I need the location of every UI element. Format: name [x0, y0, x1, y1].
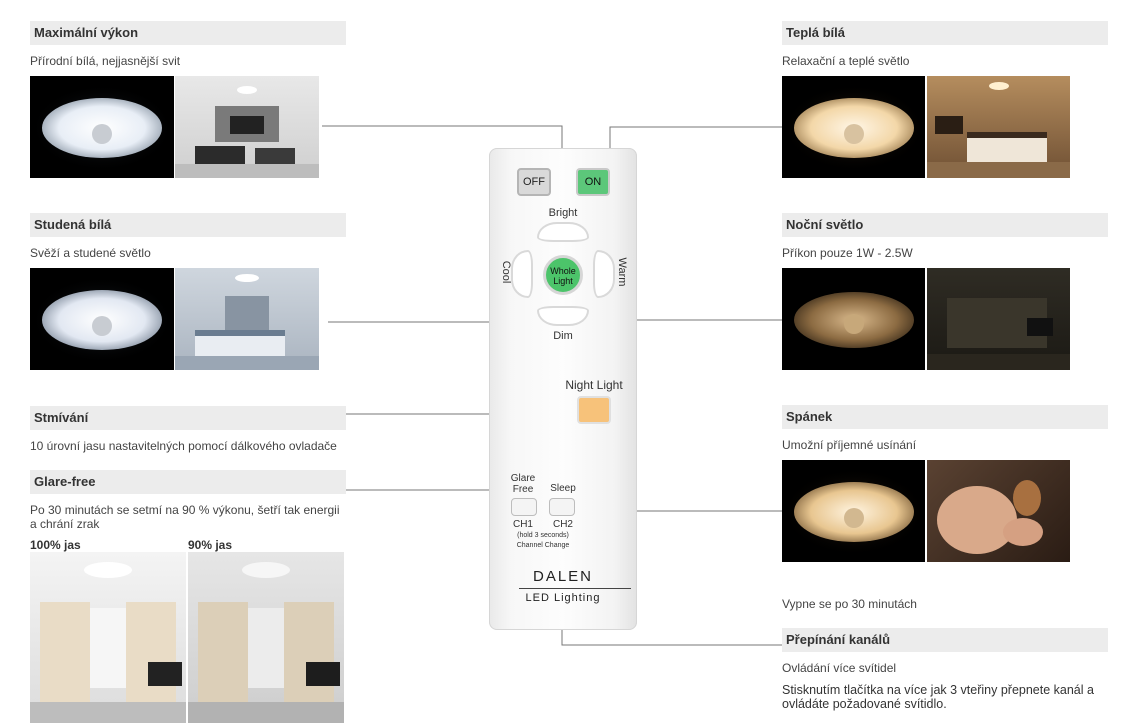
- section-desc-max: Přírodní bílá, nejjasnější svit: [30, 54, 181, 68]
- section-desc-sleep: Umožní příjemné usínání: [782, 438, 917, 452]
- ch1-glare-free-button[interactable]: [511, 498, 537, 516]
- room-photo-max: [175, 76, 319, 178]
- section-desc2-channel: Stisknutím tlačítka na více jak 3 vteřin…: [782, 683, 1094, 711]
- dim-label: Dim: [553, 330, 573, 342]
- brand-subtitle: LED Lighting: [525, 592, 601, 604]
- section-desc-dim: 10 úrovní jasu nastavitelných pomocí dál…: [30, 439, 337, 453]
- bright-label: Bright: [548, 207, 578, 219]
- room-photo-night: [927, 268, 1070, 370]
- remote-control: OFF ON Bright Cool Whole Light Warm Dim …: [489, 148, 637, 630]
- lamp-photo-night: [782, 268, 925, 370]
- label-100-percent: 100% jas: [30, 538, 81, 552]
- on-button[interactable]: ON: [576, 168, 610, 196]
- section-desc-warm: Relaxační a teplé světlo: [782, 54, 910, 68]
- brand-divider: [519, 588, 631, 589]
- room-photo-90: [188, 552, 344, 723]
- baby-photo-sleep: [927, 460, 1070, 562]
- section-title-glare: Glare-free: [30, 470, 346, 494]
- ch2-sleep-button[interactable]: [549, 498, 575, 516]
- section-desc-channel: Ovládání více svítidel: [782, 661, 897, 675]
- bright-button[interactable]: [537, 222, 589, 242]
- section-title-max: Maximální výkon: [30, 21, 346, 45]
- brand-name: DALEN: [532, 568, 594, 585]
- section-desc-cold: Svěží a studené světlo: [30, 246, 151, 260]
- section-title-warm: Teplá bílá: [782, 21, 1108, 45]
- channel-change-label: Channel Change: [516, 542, 570, 549]
- ch2-label: CH2: [552, 519, 573, 530]
- sleep-note: Vypne se po 30 minutách: [782, 597, 917, 611]
- lamp-photo-max: [30, 76, 174, 178]
- line-cold: [328, 292, 517, 323]
- room-photo-100: [30, 552, 186, 723]
- off-button[interactable]: OFF: [517, 168, 551, 196]
- room-photo-cold: [175, 268, 319, 370]
- night-light-button[interactable]: [577, 396, 611, 424]
- section-title-dim: Stmívání: [30, 406, 346, 430]
- lamp-photo-warm: [782, 76, 925, 178]
- section-desc-night: Příkon pouze 1W - 2.5W: [782, 246, 913, 260]
- cool-button[interactable]: [511, 250, 533, 298]
- ch1-label: CH1: [512, 519, 533, 530]
- glare-free-label: Glare Free: [510, 473, 536, 495]
- sleep-label: Sleep: [550, 483, 576, 494]
- section-title-sleep: Spánek: [782, 405, 1108, 429]
- whole-light-button[interactable]: Whole Light: [543, 255, 583, 295]
- warm-button[interactable]: [593, 250, 615, 298]
- warm-label: Warm: [616, 257, 628, 287]
- section-title-channel: Přepínání kanálů: [782, 628, 1108, 652]
- lamp-photo-cold: [30, 268, 174, 370]
- dim-button[interactable]: [537, 306, 589, 326]
- label-90-percent: 90% jas: [188, 538, 233, 552]
- section-desc-glare: Po 30 minutách se setmí na 90 % výkonu, …: [30, 503, 340, 531]
- room-photo-warm: [927, 76, 1070, 178]
- night-light-label: Night Light: [565, 378, 623, 392]
- hold-label: (hold 3 seconds): [517, 532, 569, 539]
- section-title-night: Noční světlo: [782, 213, 1108, 237]
- section-title-cold: Studená bílá: [30, 213, 346, 237]
- lamp-photo-sleep: [782, 460, 925, 562]
